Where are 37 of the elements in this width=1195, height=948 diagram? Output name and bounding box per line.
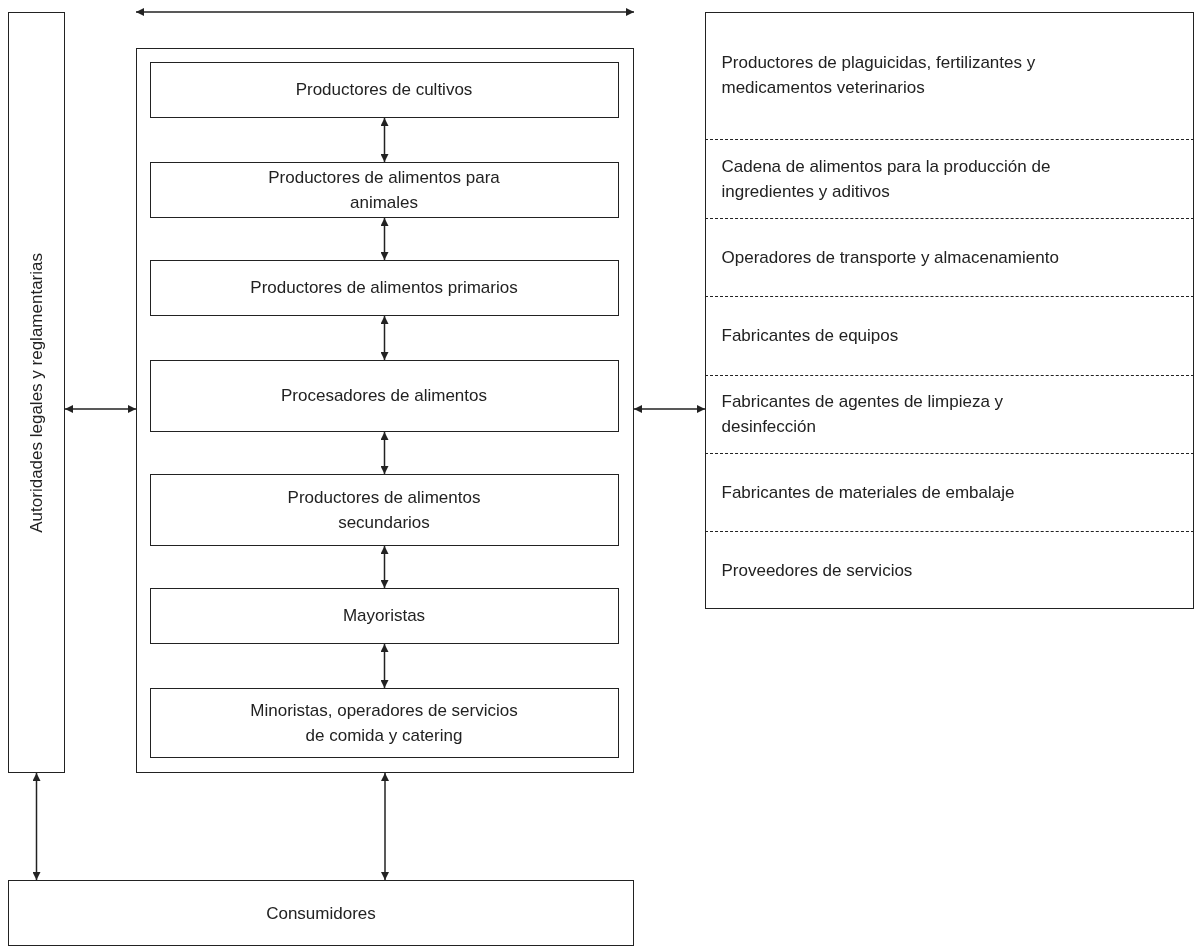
box-label: Cadena de alimentos para la producción de ingredientes y aditivos <box>721 155 1052 203</box>
process-box <box>149 587 619 644</box>
process-box <box>8 880 634 946</box>
box-label: Consumidores <box>266 902 376 925</box>
group-frame <box>136 48 634 773</box>
double-arrow <box>380 643 389 689</box>
double-arrow <box>64 405 137 413</box>
process-box <box>8 12 65 773</box>
box-label: Fabricantes de equipos <box>721 325 899 347</box>
box-label: Productores de cultivos <box>295 79 473 101</box>
box-label: Procesadores de alimentos <box>281 385 487 407</box>
double-arrow <box>381 772 389 881</box>
process-box <box>149 161 619 218</box>
box-label: Productores de plaguicidas, fertilizantes y medicamentos veterinarios <box>721 52 1037 99</box>
box-label: Productores de alimentos secundarios <box>286 486 482 534</box>
double-arrow <box>380 217 389 261</box>
double-arrow <box>633 405 706 413</box>
process-box <box>149 473 619 546</box>
box-label: Operadores de transporte y almacenamiento <box>721 246 1059 269</box>
double-arrow <box>380 545 389 589</box>
process-box <box>149 61 619 118</box>
process-box <box>149 359 619 432</box>
double-arrow <box>380 315 389 361</box>
double-arrow <box>380 117 389 163</box>
process-box <box>149 259 619 316</box>
double-arrow <box>380 431 389 475</box>
box-label: Proveedores de servicios <box>721 559 913 582</box>
box-label: Productores de alimentos para animales <box>267 166 501 214</box>
box-label: Fabricantes de agentes de limpieza y desinfección <box>721 391 1005 438</box>
box-label: Fabricantes de materiales de embalaje <box>721 481 1015 504</box>
double-arrow <box>32 772 41 881</box>
group-frame <box>705 12 1194 609</box>
box-label: Autoridades legales y reglamentarias <box>26 252 47 533</box>
box-label: Mayoristas <box>342 605 426 627</box>
process-box <box>149 687 619 758</box>
box-label: Productores de alimentos primarios <box>250 277 518 299</box>
box-label: Minoristas, operadores de servicios de comida y catering <box>249 699 519 747</box>
